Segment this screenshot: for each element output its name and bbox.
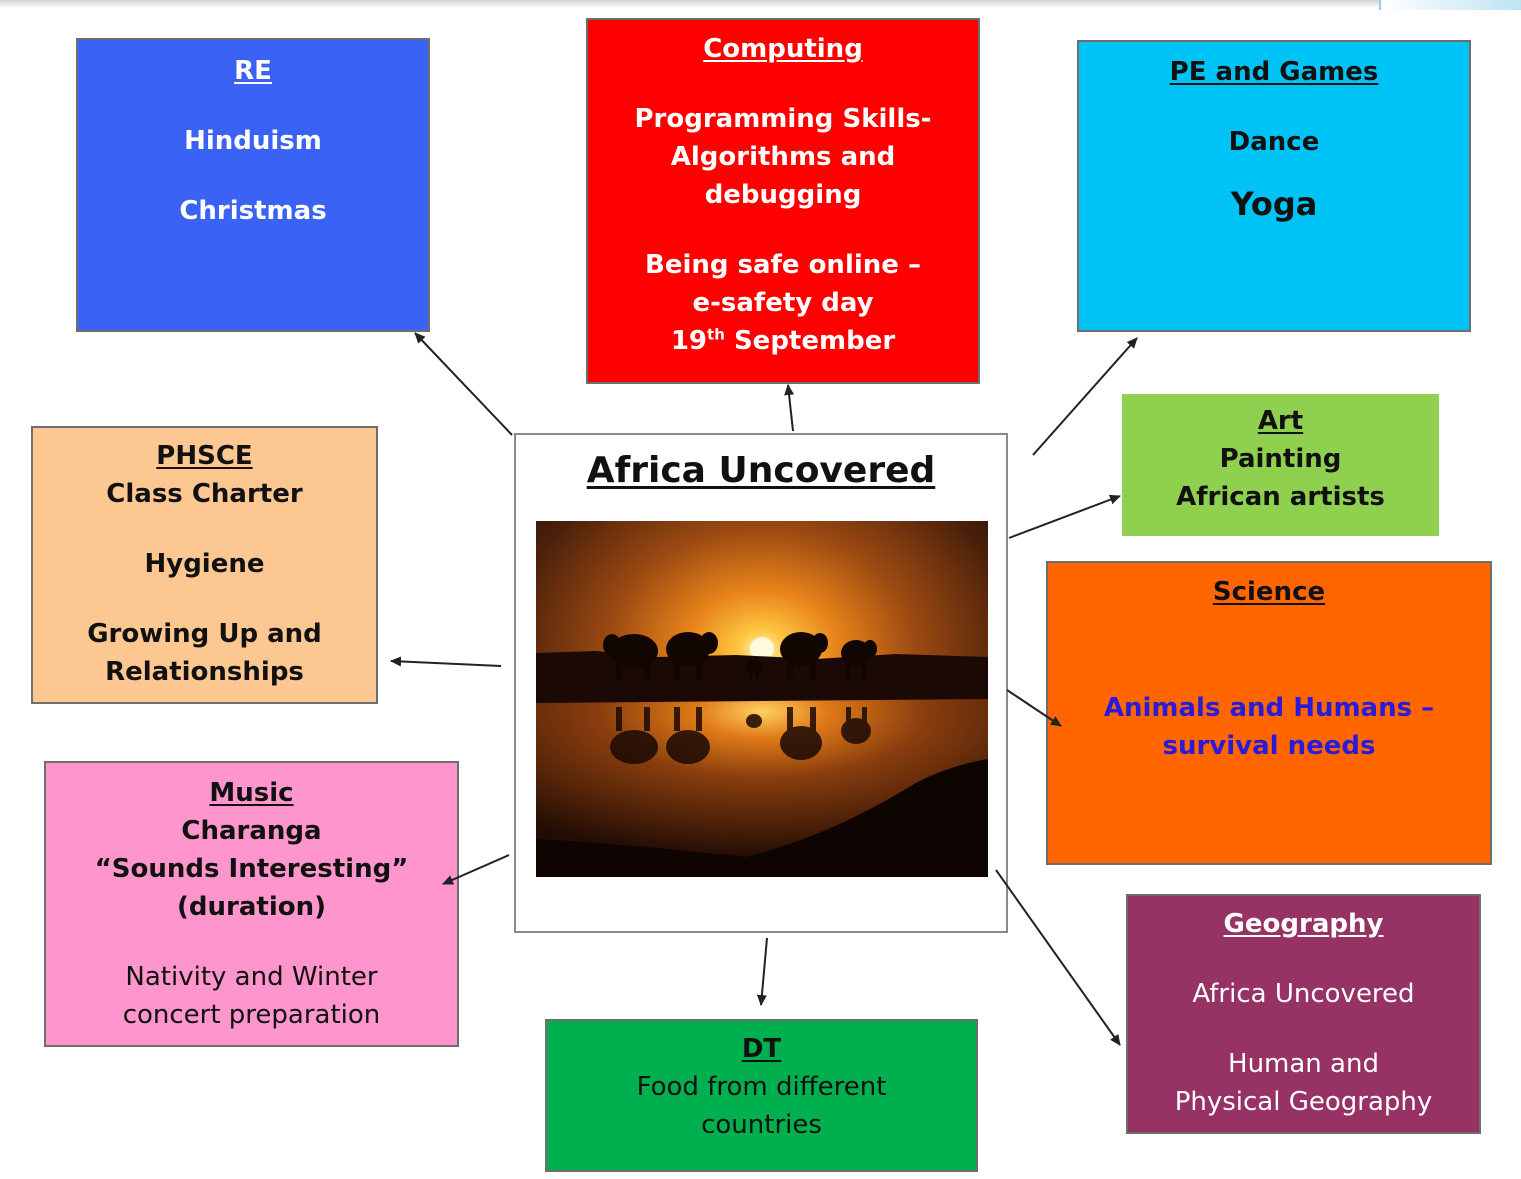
re-heading: RE: [234, 56, 272, 86]
dt-heading: DT: [741, 1034, 782, 1064]
arrow-to-science: [1006, 689, 1062, 727]
music-line: Nativity and Winter: [125, 962, 378, 992]
music-line: concert preparation: [122, 1000, 381, 1030]
phsce-item: Growing Up and: [87, 619, 322, 649]
computing-line: Algorithms and: [670, 142, 896, 172]
music-line: Charanga: [181, 816, 322, 846]
corner-tab: [1379, 0, 1521, 10]
topic-card: Africa Uncovered: [514, 433, 1008, 933]
phsce-item: Hygiene: [144, 549, 265, 579]
music-box: Music Charanga “Sounds Interesting” (dur…: [44, 761, 459, 1047]
arrow-to-dt: [756, 937, 768, 1006]
geography-line: Human and: [1228, 1049, 1379, 1079]
arrow-to-computing: [784, 384, 795, 432]
elephants-sunset-photo: [536, 521, 988, 877]
art-box: Art Painting African artists: [1122, 394, 1439, 536]
arrow-to-re: [414, 332, 513, 436]
art-item: Painting: [1219, 444, 1342, 474]
computing-line: e-safety day: [692, 288, 874, 318]
science-line: survival needs: [1162, 731, 1376, 761]
music-line: (duration): [177, 892, 326, 922]
re-item: Hinduism: [184, 126, 322, 156]
dt-line: Food from different: [636, 1072, 887, 1102]
phsce-item: Class Charter: [106, 479, 303, 509]
arrow-to-art: [1008, 494, 1121, 539]
geography-heading: Geography: [1223, 909, 1384, 939]
dt-line: countries: [701, 1110, 822, 1140]
computing-line: Programming Skills-: [634, 104, 932, 134]
computing-heading: Computing: [703, 34, 863, 64]
art-heading: Art: [1257, 406, 1304, 436]
pe-box: PE and Games Dance Yoga: [1077, 40, 1471, 332]
computing-date: 19th September: [671, 322, 895, 360]
science-heading: Science: [1212, 577, 1326, 607]
arrow-to-geography: [995, 869, 1121, 1046]
pe-item: Dance: [1228, 127, 1320, 157]
arrow-to-phsce: [390, 656, 502, 667]
re-item: Christmas: [179, 196, 327, 226]
arrow-to-music: [442, 854, 510, 885]
re-box: RE Hinduism Christmas: [76, 38, 430, 332]
science-box: Science Animals and Humans – survival ne…: [1046, 561, 1492, 865]
date-day: 19: [670, 326, 708, 356]
computing-line: debugging: [704, 180, 862, 210]
science-line: Animals and Humans –: [1103, 693, 1435, 723]
geography-line: Physical Geography: [1174, 1087, 1433, 1117]
phsce-heading: PHSCE: [156, 441, 253, 471]
dt-box: DT Food from different countries: [545, 1019, 978, 1172]
music-heading: Music: [209, 778, 294, 808]
top-edge-shadow: [0, 0, 1521, 8]
arrow-to-pe: [1032, 337, 1138, 456]
geography-box: Geography Africa Uncovered Human and Phy…: [1126, 894, 1481, 1134]
music-line: “Sounds Interesting”: [94, 854, 409, 884]
date-suffix: th: [707, 325, 725, 344]
art-item: African artists: [1176, 482, 1385, 512]
date-month: September: [733, 326, 896, 356]
phsce-item: Relationships: [105, 657, 304, 687]
topic-title: Africa Uncovered: [586, 450, 936, 491]
computing-box: Computing Programming Skills- Algorithms…: [586, 18, 980, 384]
phsce-box: PHSCE Class Charter Hygiene Growing Up a…: [31, 426, 378, 704]
computing-line: Being safe online –: [645, 250, 921, 280]
pe-heading: PE and Games: [1169, 57, 1379, 87]
pe-item: Yoga: [1230, 185, 1318, 223]
geography-line: Africa Uncovered: [1192, 979, 1415, 1009]
